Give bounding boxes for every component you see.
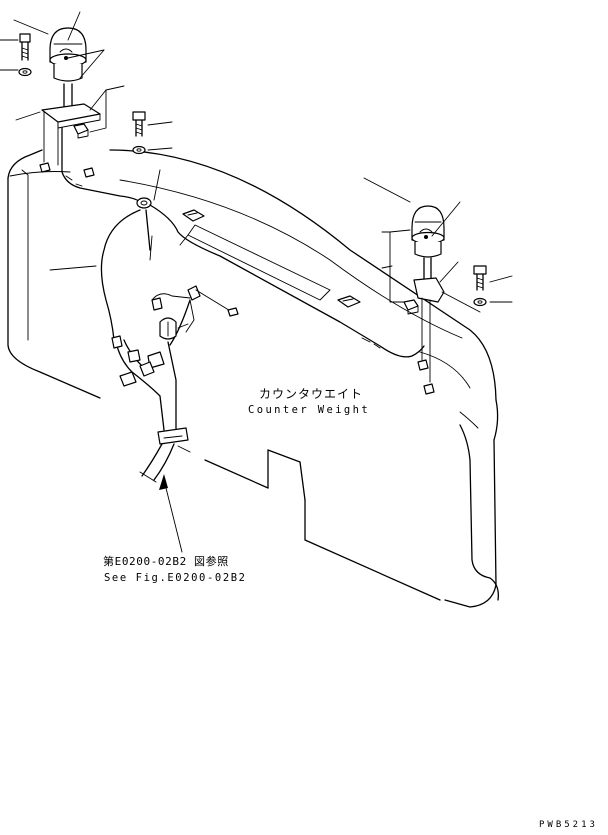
left-bolt-icon	[19, 33, 31, 61]
counterweight-label-en: Counter Weight	[248, 404, 371, 416]
left-beacon-lamp-icon	[49, 27, 87, 82]
connector-icon	[111, 335, 123, 349]
counterweight-body	[7, 149, 499, 608]
right-washer-icon	[473, 297, 487, 307]
reference-arrow	[159, 474, 183, 553]
middle-fasteners	[132, 111, 173, 155]
reference-label-jp: 第E0200-02B2 図参照	[103, 555, 229, 568]
left-bracket-icon	[41, 103, 101, 123]
left-washer-icon	[18, 67, 32, 77]
grommet-icon	[136, 197, 152, 209]
middle-washer-icon	[132, 145, 146, 155]
middle-bolt-icon	[132, 111, 146, 137]
left-nut-icon	[73, 123, 89, 135]
reference-label-en: See Fig.E0200-02B2	[104, 572, 247, 584]
drawing-code: PWB5213	[539, 820, 598, 830]
counterweight-label-jp: カウンタウエイト	[259, 387, 364, 401]
left-beacon-assembly	[0, 11, 125, 178]
right-bracket-icon	[413, 277, 445, 303]
right-bolt-icon	[473, 265, 487, 291]
right-beacon-assembly	[363, 177, 513, 395]
right-beacon-lamp-icon	[411, 205, 445, 258]
right-nut-icon	[403, 299, 419, 311]
wiring-harness-icon	[49, 127, 425, 483]
